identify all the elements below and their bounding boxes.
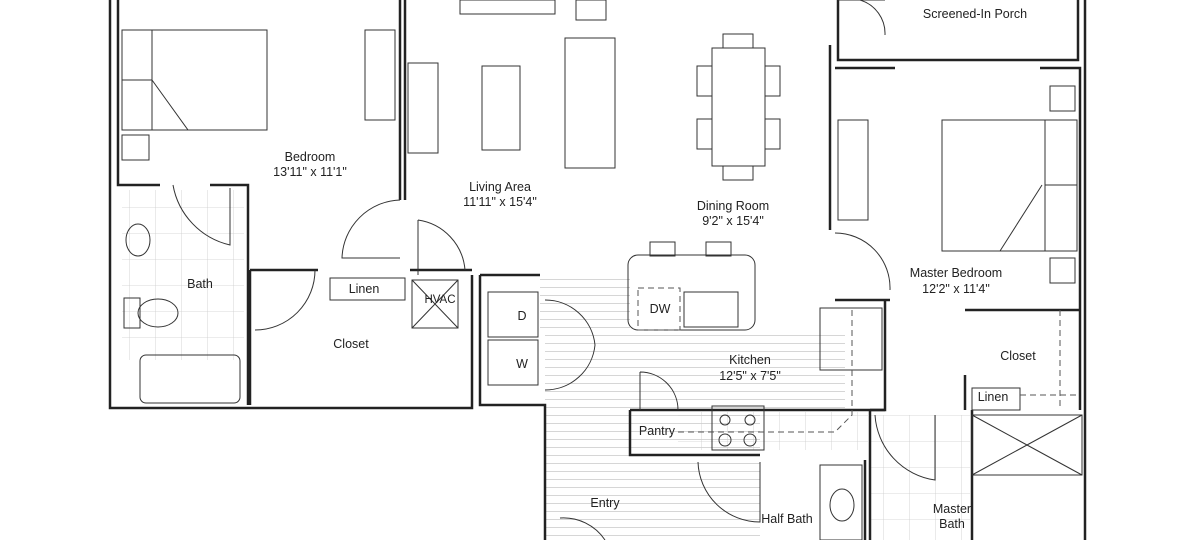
furniture — [121, 0, 1083, 540]
pantry-label: Pantry — [639, 424, 676, 438]
shower — [971, 414, 1083, 476]
entry-label: Entry — [590, 496, 620, 510]
coffee-table — [481, 65, 521, 151]
sink — [683, 291, 739, 328]
master-bath-label-line2: Bath — [939, 517, 965, 531]
bath-label: Bath — [187, 277, 213, 291]
living-size: 11'11" x 15'4" — [463, 195, 537, 209]
master-linen-label: Linen — [978, 390, 1009, 404]
washer-label: W — [516, 357, 528, 371]
porch-label: Screened-In Porch — [923, 7, 1027, 21]
doors — [172, 0, 936, 540]
bath-sink — [125, 223, 151, 257]
half-bath-sink — [829, 488, 855, 522]
dryer-label: D — [517, 309, 526, 323]
master-closet-label: Closet — [1000, 349, 1036, 363]
floor-finishes — [122, 190, 970, 540]
bedroom-size: 13'11" x 11'1" — [273, 165, 347, 179]
master-bath-label-line1: Master — [933, 502, 971, 516]
bedroom-label: Bedroom — [285, 150, 336, 164]
toilet — [137, 298, 179, 328]
walls — [108, 0, 1087, 540]
dining-table — [711, 47, 766, 167]
master-bedroom-label: Master Bedroom — [910, 266, 1002, 280]
hvac-label: HVAC — [424, 294, 455, 306]
living-label: Living Area — [469, 180, 531, 194]
half-bath-label: Half Bath — [761, 512, 812, 526]
sofa — [564, 37, 616, 169]
master-bedroom-size: 12'2" x 11'4" — [922, 282, 990, 296]
dining-size: 9'2" x 15'4" — [702, 214, 764, 228]
linen-label: Linen — [349, 282, 380, 296]
dining-label: Dining Room — [697, 199, 769, 213]
stove — [711, 405, 765, 451]
bathtub — [139, 354, 241, 404]
kitchen-size: 12'5" x 7'5" — [719, 369, 781, 383]
dishwasher-label: DW — [650, 302, 671, 316]
kitchen-island — [627, 254, 756, 331]
kitchen-label: Kitchen — [729, 353, 771, 367]
room-labels: Screened-In Porch Bedroom 13'11" x 11'1"… — [187, 7, 1036, 531]
closet-label: Closet — [333, 337, 369, 351]
refrigerator — [819, 307, 883, 371]
